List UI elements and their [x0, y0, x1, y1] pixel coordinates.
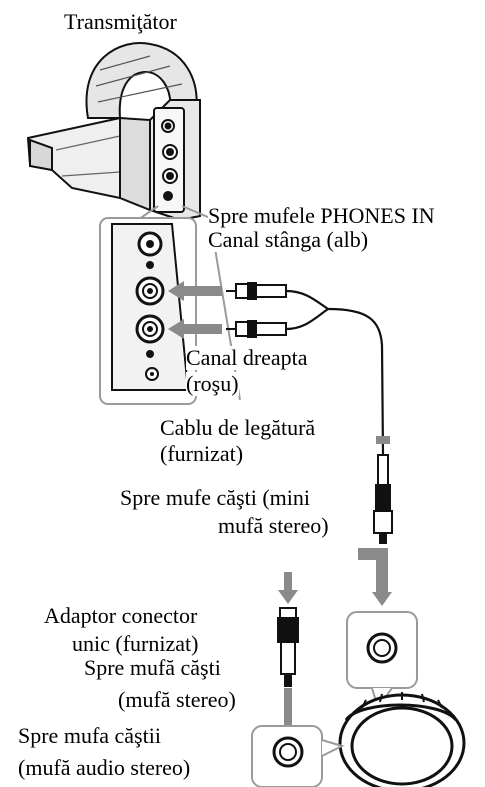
rca-plugs: [226, 282, 287, 338]
headphone-mini-stereo-label: mufă stereo): [218, 513, 329, 538]
stereo-mini-plug: [373, 454, 393, 544]
headphone-mini-jack-zoom: [346, 611, 418, 711]
cable-supplied-label: (furnizat): [160, 441, 244, 466]
right-channel-label: Canal dreapta: [186, 345, 308, 370]
adapter-supplied-label: unic (furnizat): [72, 631, 199, 656]
single-plug-adapter: [277, 572, 299, 746]
headphone-jack-zoom: [251, 725, 345, 787]
cable-label: Cablu de legătură: [160, 415, 316, 440]
headphone-audio-jack-label: Spre mufa căştii: [18, 723, 161, 748]
to-phones-in-label: Spre mufele PHONES IN: [208, 203, 435, 228]
transmitter-label: Transmiţător: [64, 9, 177, 34]
arrow-to-headphone-mini: [358, 548, 392, 606]
headphone-audio-jack-stereo-label: (mufă audio stereo): [18, 755, 191, 780]
adapter-label: Adaptor conector: [44, 603, 198, 628]
right-channel-jack: [135, 314, 165, 344]
panel-zoom: [99, 217, 197, 405]
headphone-earcup: [338, 692, 466, 787]
transmitter-device: [26, 42, 201, 222]
headphone-jack-label: Spre mufă căşti: [84, 655, 221, 680]
headphone-jack-stereo-label: (mufă stereo): [118, 687, 236, 712]
left-channel-label: Canal stânga (alb): [208, 227, 369, 252]
right-channel-color-label: (roşu): [186, 371, 239, 396]
left-channel-jack: [135, 276, 165, 306]
arrows-into-jacks: [168, 281, 222, 339]
headphone-mini-label: Spre mufe căşti (mini: [120, 485, 311, 510]
connecting-cable: [285, 289, 385, 456]
